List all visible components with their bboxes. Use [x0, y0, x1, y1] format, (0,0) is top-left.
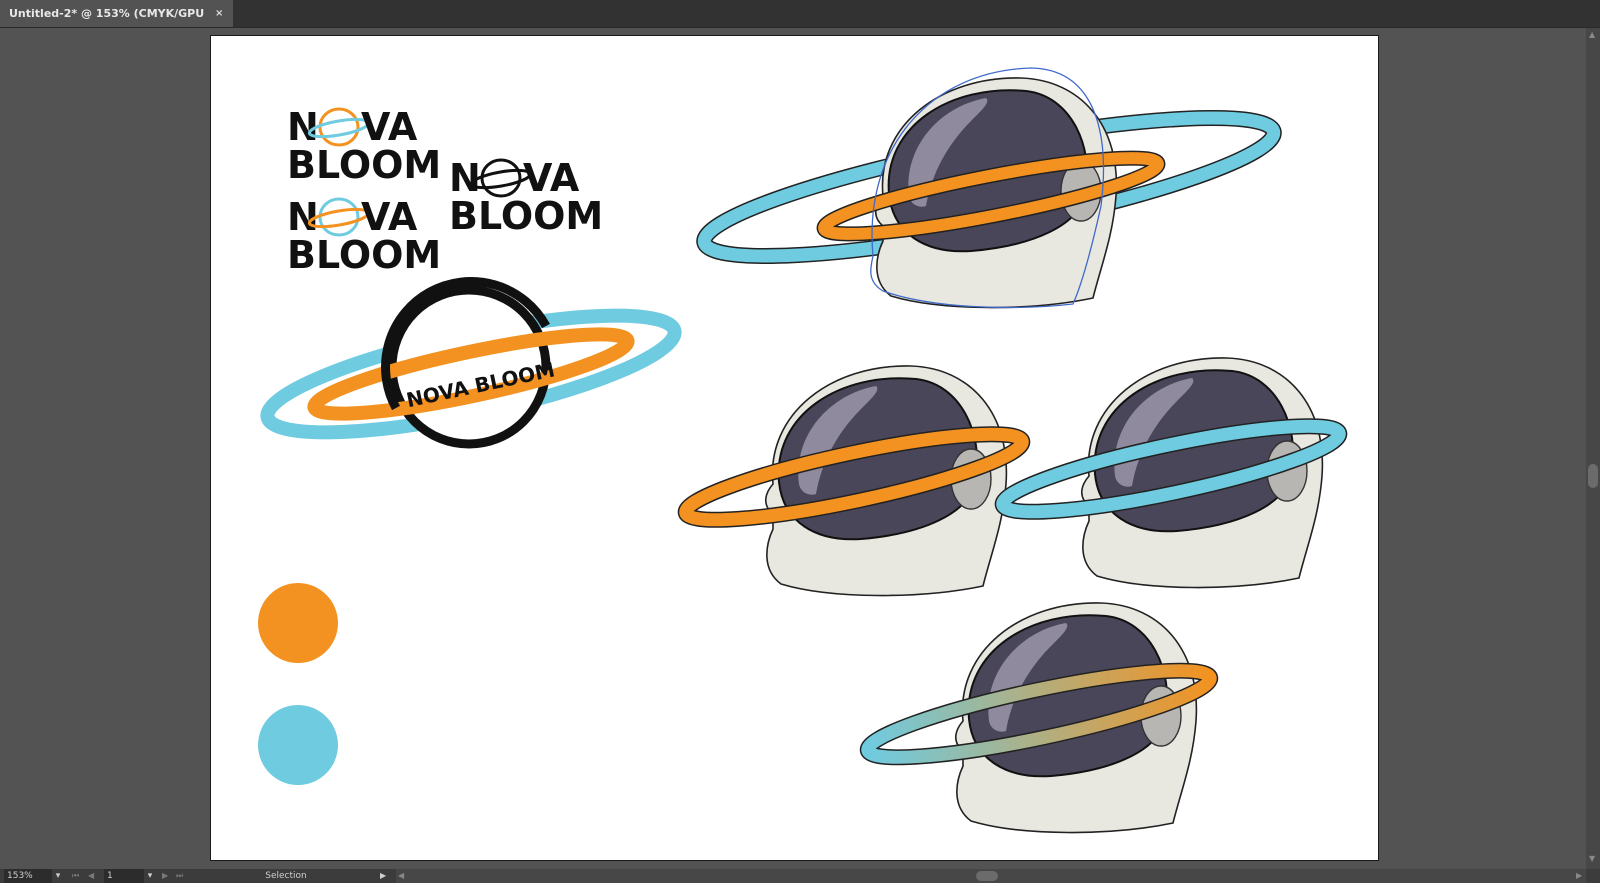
helmet-blue-ring[interactable]	[994, 356, 1348, 589]
scroll-down-icon[interactable]: ▼	[1589, 854, 1596, 863]
vertical-scrollbar[interactable]: ▲ ▼	[1586, 28, 1600, 869]
last-page-icon[interactable]: ⏭	[176, 871, 184, 880]
helmet-blue-orange-rings[interactable]	[696, 67, 1282, 309]
helmet-gradient-ring[interactable]	[859, 601, 1219, 834]
planet-badge-logo[interactable]: NOVA BLOOM	[259, 277, 683, 457]
horizontal-scrollbar[interactable]	[396, 869, 1586, 883]
wordmark-line1-right: VA	[523, 156, 580, 200]
swatch-blue[interactable]	[258, 705, 338, 785]
wordmark-line1-right: VA	[361, 195, 418, 239]
wordmark-orange[interactable]: N VA BLOOM	[287, 105, 441, 187]
artboard[interactable]: N VA BLOOM N VA BLOOM N VA BLOOM	[210, 35, 1379, 861]
horizontal-scroll-thumb[interactable]	[976, 871, 998, 881]
document-tab[interactable]: Untitled-2* @ 153% (CMYK/GPU Preview) ×	[0, 0, 233, 47]
prev-page-icon[interactable]: ◀	[88, 871, 95, 880]
wordmark-line2: BLOOM	[287, 233, 441, 277]
zoom-level-field[interactable]: 153%	[4, 869, 52, 883]
wordmark-black[interactable]: N VA BLOOM	[449, 156, 603, 238]
chevron-down-icon[interactable]: ▾	[147, 871, 153, 881]
wordmark-line1-right: VA	[361, 105, 418, 149]
swatch-orange[interactable]	[258, 583, 338, 663]
close-icon[interactable]: ×	[215, 8, 224, 19]
wordmark-blue[interactable]: N VA BLOOM	[287, 195, 441, 277]
next-page-icon[interactable]: ▶	[162, 871, 169, 880]
document-tab-bar: Untitled-2* @ 153% (CMYK/GPU Preview) ×	[0, 0, 1600, 47]
artboard-number-field[interactable]: 1	[104, 869, 144, 883]
selection-outline	[870, 67, 1105, 309]
helmet-orange-ring[interactable]	[677, 364, 1031, 597]
scroll-right-icon[interactable]: ▶	[1576, 871, 1583, 880]
scroll-left-icon[interactable]: ◀	[398, 871, 405, 880]
play-icon[interactable]: ▶	[380, 871, 387, 880]
chevron-down-icon[interactable]: ▾	[55, 871, 61, 881]
wordmark-line2: BLOOM	[287, 143, 441, 187]
wordmark-line2: BLOOM	[449, 194, 603, 238]
vertical-scroll-thumb[interactable]	[1588, 464, 1598, 488]
status-bar: 153% ▾ ⏮ ◀ 1 ▾ ▶ ⏭ Selection ▶ ◀ ▶	[0, 869, 1600, 883]
first-page-icon[interactable]: ⏮	[72, 871, 80, 880]
scroll-up-icon[interactable]: ▲	[1589, 30, 1596, 39]
current-tool-label[interactable]: Selection	[265, 871, 307, 881]
